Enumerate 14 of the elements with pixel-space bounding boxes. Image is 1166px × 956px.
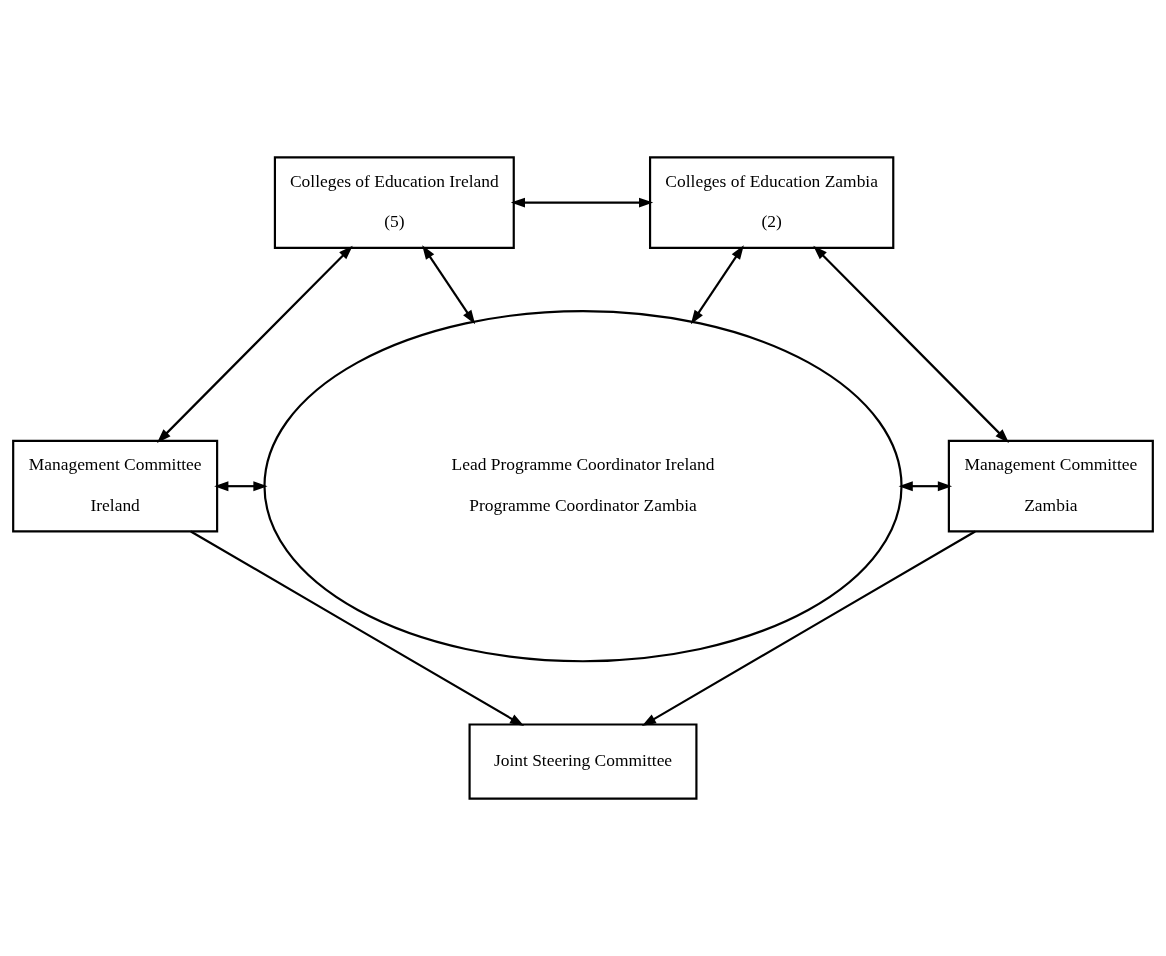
arrow — [813, 245, 1010, 443]
arrow — [214, 481, 268, 492]
arrow — [156, 245, 353, 443]
arrow — [422, 245, 476, 325]
node-box: Colleges of Education Ireland (5) — [273, 156, 515, 249]
node-box: Colleges of Education Zambia (2) — [649, 156, 895, 249]
arrow — [898, 481, 953, 492]
node-box: Management Committee Zambia — [947, 439, 1154, 533]
arrow — [510, 197, 654, 208]
arrow — [641, 530, 976, 727]
node-box: Management Committee Ireland — [12, 439, 219, 533]
arrow — [190, 530, 525, 727]
arrow — [690, 245, 744, 325]
node-box: Joint Steering Committee — [468, 723, 698, 800]
